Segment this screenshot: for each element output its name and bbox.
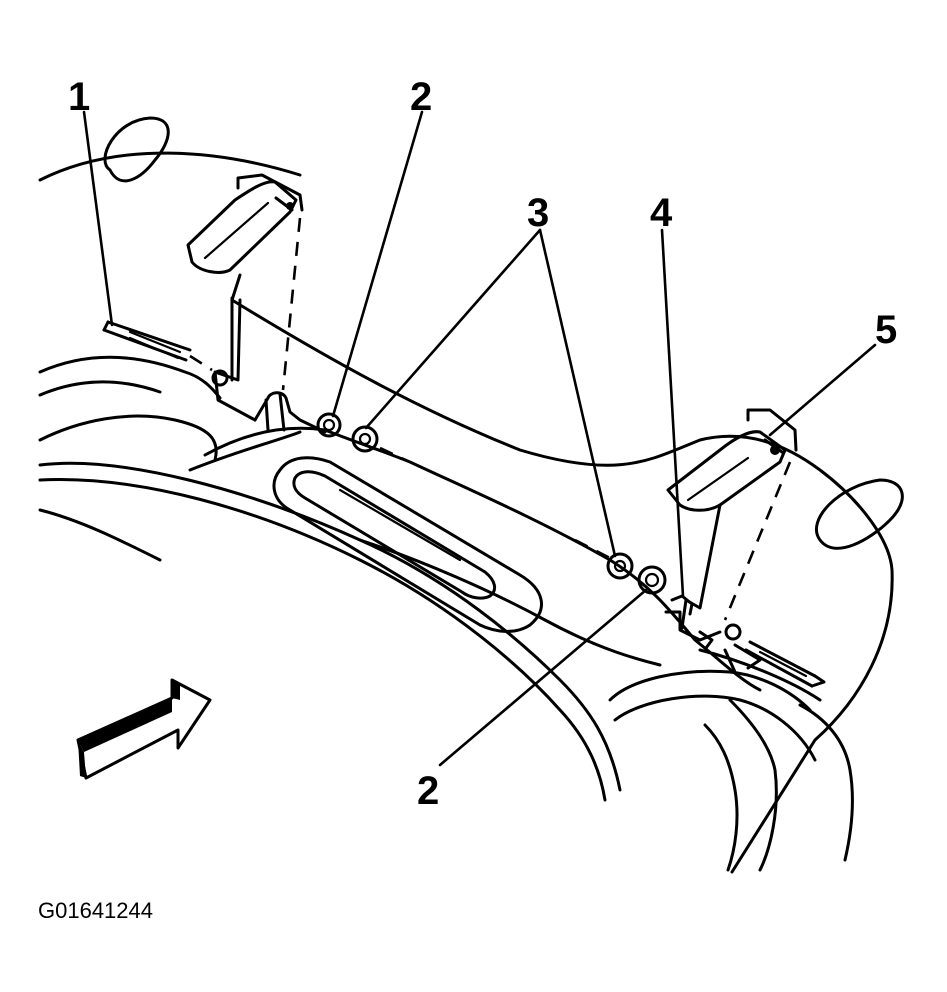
callout-4: 4 [650, 191, 673, 235]
left-window-handle [103, 116, 170, 183]
right-hinge-pin [723, 623, 826, 688]
figure-code: G01641244 [38, 898, 153, 923]
right-nuts [574, 538, 722, 650]
left-hinge-pin [102, 320, 229, 387]
right-window-handle [815, 478, 904, 550]
right-hinge-bracket [666, 408, 798, 630]
leader-lines [82, 110, 877, 767]
rear-glass-panel [38, 151, 894, 874]
left-hinge-clip [253, 391, 327, 434]
front-direction-arrow [76, 678, 212, 780]
callout-numbers: 1 2 3 4 5 2 [68, 75, 897, 813]
callout-2-lower: 2 [417, 769, 439, 813]
callout-3: 3 [527, 191, 549, 235]
vehicle-body [38, 355, 854, 872]
callout-2-upper: 2 [410, 75, 432, 119]
callout-5: 5 [875, 308, 897, 352]
callout-1: 1 [68, 75, 90, 119]
left-nuts [316, 412, 411, 464]
